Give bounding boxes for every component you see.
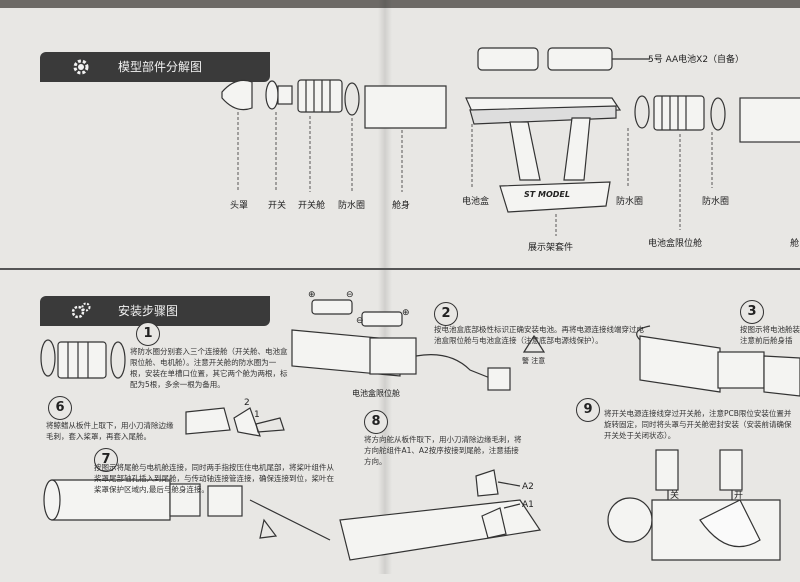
step-number-9: 9 <box>576 398 600 422</box>
gears-icon <box>71 302 91 319</box>
o-ring-label-3: 防水圈 <box>702 197 730 207</box>
minus-mark-a: ⊖ <box>346 290 354 300</box>
plus-mark-b: ⊕ <box>402 308 410 318</box>
step3-drawing <box>636 325 800 397</box>
battery-limit-callout: 电池盒限位舱 <box>352 389 400 398</box>
plus-mark-a: ⊕ <box>308 290 316 300</box>
step7-drawing <box>43 479 331 541</box>
battery-box-drawing <box>465 97 622 213</box>
switch-label: 开关 <box>268 201 287 211</box>
step8-text: 将方向舵从板件取下，用小刀清除边缘毛刺，将方向舵组件A1、A2按序按接到尾舱，注… <box>364 435 522 466</box>
battery-box-label: 电池盒 <box>462 197 490 207</box>
battery-drawing <box>477 47 650 71</box>
step1-text: 将防水圈分别套入三个连接舱（开关舱、电池盒限位舱、电机舱）。注意开关舱的防水圈为… <box>130 347 288 389</box>
head-cap-drawing <box>221 79 253 111</box>
battery-limit-cabin-label: 电池盒限位舱 <box>648 239 703 249</box>
step9-drawing <box>607 449 781 561</box>
step9-text: 将开关电源连接线穿过开关舱，注意PCB限位安装位置并旋转固定，同时将头罩与开关舱… <box>604 409 792 440</box>
a1-callout: A1 <box>522 500 534 510</box>
step2-text: 按电池盒底部极性标识正确安装电池。再将电源连接线端穿过电池盒限位舱与电池盒连接（… <box>434 325 644 345</box>
minus-mark-b: ⊖ <box>356 316 364 326</box>
step6-drawing <box>185 407 285 437</box>
part-number-2: 2 <box>244 398 250 408</box>
switch-cabin-label: 开关舱 <box>298 201 326 211</box>
step1-drawing <box>40 339 126 379</box>
head-cap-label: 头罩 <box>230 201 249 211</box>
switch-cabin-drawing <box>297 79 343 113</box>
step-number-1: 1 <box>136 322 160 346</box>
parts-section-header: 模型部件分解图 <box>40 52 270 82</box>
step8-drawing <box>339 469 542 561</box>
switch-on-label: 开 <box>734 491 744 501</box>
step7-text: 按图示将尾舱与电机舱连接，同时两手指按压住电机尾部，将桨叶组件从桨罩尾部轴孔插入… <box>94 463 334 494</box>
step-number-3: 3 <box>740 300 764 324</box>
step6-text: 将鲸鳍从板件上取下，用小刀清除边缘毛刺，套入桨罩，再套入尾舱。 <box>46 421 174 441</box>
step-number-8: 8 <box>364 410 388 434</box>
cabin-label-cut: 舱 <box>790 239 800 249</box>
display-stand-label: 展示架套件 <box>528 243 574 253</box>
step-number-6: 6 <box>48 396 72 420</box>
switch-drawing <box>265 80 293 110</box>
body-label: 舱身 <box>392 201 411 211</box>
parts-section-title: 模型部件分解图 <box>118 60 203 74</box>
battery-label: 5号 AA电池X2（自备） <box>648 55 745 65</box>
section-divider <box>0 268 800 270</box>
part-number-1: 1 <box>254 410 260 420</box>
body-tube-drawing <box>364 85 447 129</box>
o-ring-label-2: 防水圈 <box>616 197 644 207</box>
o-ring-drawing <box>344 82 360 116</box>
gear-icon <box>73 59 89 75</box>
step3-text: 按图示将电池舱装注意前后舱身插 <box>740 325 800 345</box>
stand-logo: ST MODEL <box>524 190 570 199</box>
install-section-header: 安装步骤图 <box>40 296 270 326</box>
warning-callout: 警 注意 <box>522 357 546 365</box>
install-section-title: 安装步骤图 <box>118 304 179 318</box>
step2-drawing <box>291 299 546 391</box>
battery-limit-cabin-drawing <box>653 95 705 131</box>
a2-callout: A2 <box>522 482 534 492</box>
o-ring-label-1: 防水圈 <box>338 201 366 211</box>
switch-off-label: 关 <box>670 491 680 501</box>
step-number-7: 7 <box>94 448 118 472</box>
step-number-2: 2 <box>434 302 458 326</box>
